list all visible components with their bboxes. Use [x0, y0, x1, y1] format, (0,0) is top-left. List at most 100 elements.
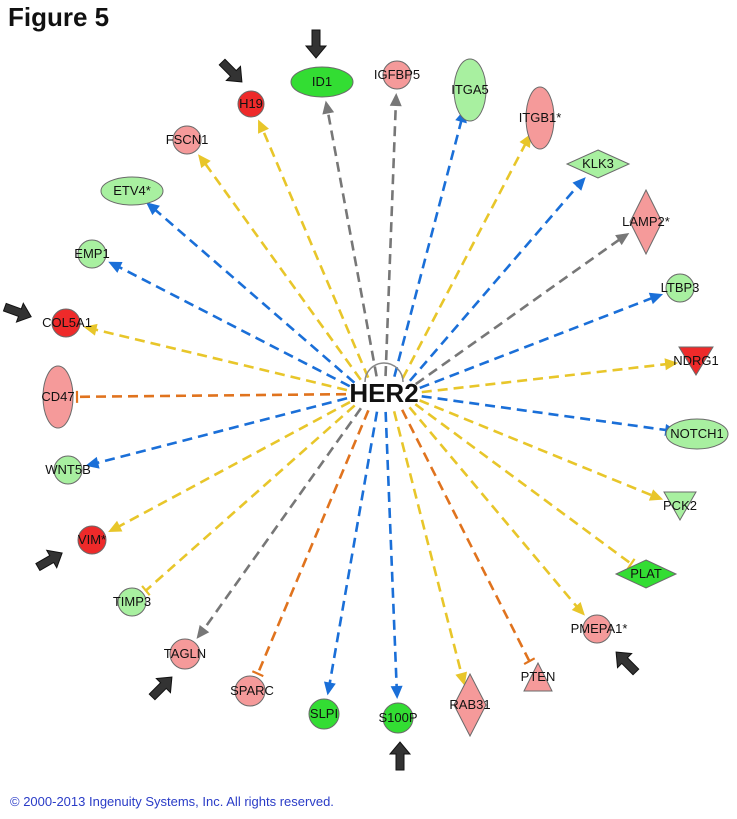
- node-shape: [172, 125, 202, 155]
- node-shape: [665, 273, 695, 303]
- node-label: ID1: [312, 74, 332, 89]
- node-label: PCK2: [663, 498, 697, 513]
- edge-her2-timp3: [141, 404, 356, 596]
- node-shape: [382, 702, 414, 734]
- node-label: KLK3: [582, 156, 614, 171]
- edge-line: [145, 404, 356, 592]
- node-h19[interactable]: H19: [237, 90, 265, 118]
- node-plat[interactable]: PLAT: [614, 559, 678, 589]
- highlight-arrow-icon: [388, 741, 412, 771]
- node-shape: [582, 614, 612, 644]
- node-s100p[interactable]: S100P: [378, 702, 418, 734]
- node-id1[interactable]: ID1: [290, 66, 354, 98]
- node-vim[interactable]: VIM*: [77, 525, 107, 555]
- edge-her2-col5a1: [83, 323, 348, 392]
- node-lamp2[interactable]: LAMP2*: [622, 188, 670, 256]
- node-label: RAB31: [449, 697, 490, 712]
- edge-her2-emp1: [108, 261, 351, 388]
- node-itga5[interactable]: ITGA5: [451, 58, 489, 122]
- edge-her2-pmepa1: [408, 406, 585, 616]
- arrowhead: [322, 100, 335, 115]
- node-sparc[interactable]: SPARC: [230, 675, 274, 707]
- node-shape: [77, 525, 107, 555]
- node-etv4[interactable]: ETV4*: [100, 176, 164, 206]
- node-cd47[interactable]: CD47: [41, 365, 75, 429]
- node-shape: [117, 587, 147, 617]
- node-slpi[interactable]: SLPI: [308, 698, 340, 730]
- copyright-notice: © 2000-2013 Ingenuity Systems, Inc. All …: [10, 794, 334, 809]
- edge-her2-slpi: [324, 411, 379, 696]
- node-label: NOTCH1: [670, 426, 723, 441]
- inhibition-bar: [251, 670, 264, 678]
- node-itgb1[interactable]: ITGB1*: [519, 86, 562, 150]
- edge-her2-itgb1: [401, 133, 532, 379]
- arrowhead: [519, 133, 532, 148]
- node-pck2[interactable]: PCK2: [663, 491, 697, 522]
- node-rab31[interactable]: RAB31: [449, 672, 491, 738]
- edge-line: [392, 411, 464, 677]
- node-label: PMEPA1*: [571, 621, 628, 636]
- edge-line: [203, 161, 362, 381]
- edge-line: [408, 406, 580, 610]
- node-igfbp5[interactable]: IGFBP5: [374, 60, 420, 90]
- node-shape: [453, 672, 487, 738]
- node-pten[interactable]: PTEN: [521, 661, 556, 692]
- edge-line: [408, 183, 580, 382]
- node-label: FSCN1: [166, 132, 209, 147]
- node-col5a1[interactable]: COL5A1: [42, 308, 92, 338]
- edge-line: [201, 407, 362, 632]
- hub-node-her2[interactable]: HER2: [349, 378, 418, 408]
- node-pmepa1[interactable]: PMEPA1*: [571, 614, 628, 644]
- edge-her2-lamp2: [415, 232, 630, 386]
- edge-her2-rab31: [392, 411, 467, 686]
- edge-line: [328, 411, 379, 686]
- node-shape: [169, 638, 201, 670]
- node-tagln[interactable]: TAGLN: [164, 638, 206, 670]
- inhibition-bar: [141, 585, 151, 596]
- edge-her2-vim: [108, 400, 351, 532]
- node-notch1[interactable]: NOTCH1: [665, 418, 729, 450]
- node-emp1[interactable]: EMP1: [74, 239, 110, 269]
- node-ltbp3[interactable]: LTBP3: [661, 273, 700, 303]
- edge-line: [93, 327, 348, 392]
- node-label: LTBP3: [661, 280, 700, 295]
- edge-line: [421, 394, 669, 432]
- arrowhead: [196, 624, 210, 639]
- arrowhead: [648, 489, 664, 501]
- arrowhead: [83, 323, 98, 336]
- node-timp3[interactable]: TIMP3: [113, 587, 151, 617]
- edge-her2-notch1: [421, 394, 679, 436]
- node-klk3[interactable]: KLK3: [565, 149, 631, 179]
- node-label: ITGA5: [451, 82, 489, 97]
- arrowhead: [390, 685, 403, 700]
- node-wnt5b[interactable]: WNT5B: [45, 455, 91, 485]
- highlight-arrow-icon: [218, 58, 243, 83]
- self-loop: [364, 362, 404, 383]
- edge-her2-id1: [322, 100, 378, 377]
- node-shape: [525, 86, 555, 150]
- node-label: WNT5B: [45, 462, 91, 477]
- node-label: ETV4*: [113, 183, 151, 198]
- node-ndrg1[interactable]: NDRG1: [673, 346, 719, 376]
- edge-line: [116, 264, 351, 388]
- arrowhead: [324, 681, 336, 696]
- edge-her2-igfbp5: [384, 92, 402, 377]
- node-shape: [614, 559, 678, 589]
- node-shape: [523, 661, 553, 692]
- node-shape: [308, 698, 340, 730]
- highlight-arrows-layer: [2, 29, 640, 771]
- node-label: CD47: [41, 389, 74, 404]
- edge-her2-s100p: [384, 411, 403, 700]
- figure-title: Figure 5: [8, 2, 110, 32]
- edge-line: [384, 102, 398, 377]
- edge-her2-klk3: [408, 177, 586, 382]
- arrowhead: [146, 202, 160, 216]
- edge-her2-etv4: [146, 202, 356, 384]
- arrowhead: [85, 456, 100, 469]
- arrowhead: [615, 232, 630, 246]
- node-fscn1[interactable]: FSCN1: [166, 125, 209, 155]
- node-shape: [42, 365, 74, 429]
- edge-line: [116, 400, 351, 529]
- node-shape: [290, 66, 354, 98]
